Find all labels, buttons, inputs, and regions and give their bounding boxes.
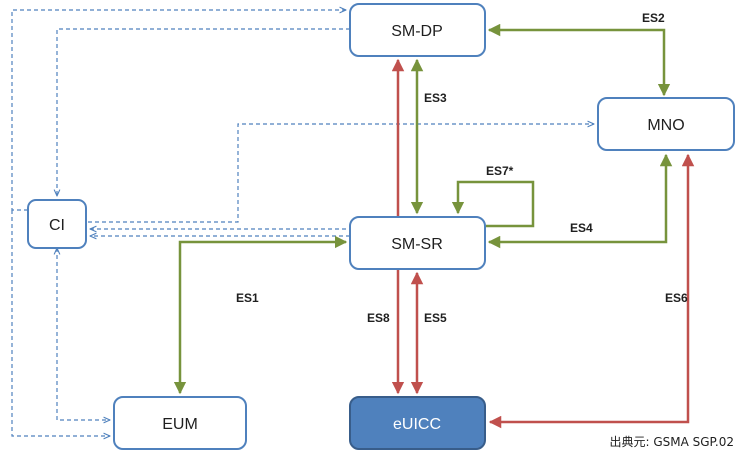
node-ci-label: CI: [49, 217, 65, 234]
node-mno-label: MNO: [647, 117, 684, 134]
dashed-link-ci-eum: [57, 248, 110, 420]
node-smsr: SM-SR: [349, 216, 486, 270]
node-smsr-label: SM-SR: [391, 236, 443, 253]
green-links: [173, 23, 673, 395]
link-es2: [487, 23, 671, 97]
link-es6: [488, 153, 695, 429]
label-es5: ES5: [424, 311, 447, 325]
node-euicc-label: eUICC: [393, 416, 441, 433]
node-mno: MNO: [597, 97, 735, 151]
label-es7: ES7*: [486, 164, 514, 178]
node-ci: CI: [27, 199, 87, 249]
node-eum: EUM: [113, 396, 247, 450]
label-es2: ES2: [642, 11, 665, 25]
label-es1: ES1: [236, 291, 259, 305]
interface-labels: ES2 ES3 ES7* ES4 ES1 ES8 ES5 ES6: [236, 11, 688, 325]
label-es6: ES6: [665, 291, 688, 305]
dashed-links: [11, 10, 594, 436]
dashed-link-outer-eum: [11, 210, 110, 436]
node-eum-label: EUM: [162, 416, 198, 433]
label-es4: ES4: [570, 221, 593, 235]
node-smdp: SM-DP: [349, 3, 486, 57]
label-es3: ES3: [424, 91, 447, 105]
node-smdp-label: SM-DP: [391, 23, 443, 40]
dashed-link-ci-smdp-outer: [11, 10, 346, 211]
label-es8: ES8: [367, 311, 390, 325]
dashed-link-smdp-ci: [57, 28, 350, 196]
source-note: 出典元: GSMA SGP.02: [609, 435, 734, 449]
link-es1: [173, 235, 348, 395]
node-euicc: eUICC: [349, 396, 486, 450]
dashed-link-ci-mno: [88, 124, 594, 223]
